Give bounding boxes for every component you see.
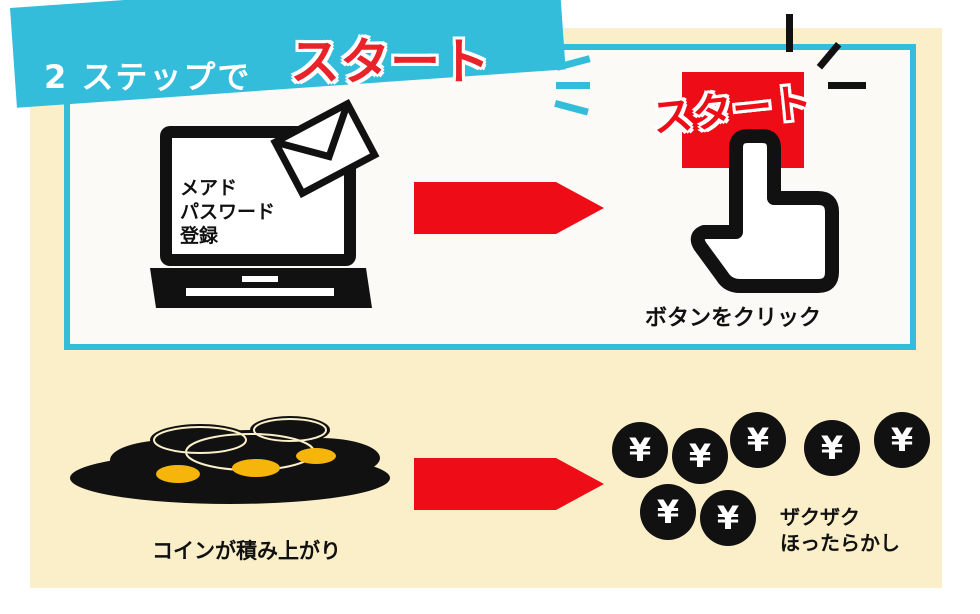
yen-coin-icon: ¥ [804,420,860,476]
step1-text: メアド パスワード 登録 [180,176,275,248]
yen-label-line: ほったらかし [780,531,900,555]
coins-label: コインが積み上がり [152,539,341,563]
yen-label-line: ザクザク [780,505,860,529]
step1-line: パスワード [180,201,276,223]
banner-prefix: 2 ステップで [44,58,252,96]
yen-coin-icon: ¥ [700,490,756,546]
step1-line: メアド [180,177,238,199]
yen-coin-icon: ¥ [730,412,786,468]
step2-label: ボタンをクリック [645,306,822,331]
yen-coin-icon: ¥ [612,422,668,478]
step1-line: 登録 [180,225,219,247]
envelope-icon [270,98,380,199]
banner-accent: スタート [290,33,490,91]
yen-coin-icon: ¥ [672,428,728,484]
yen-label: ザクザク ほったらかし [780,504,900,556]
yen-coin-icon: ¥ [874,412,930,468]
yen-coin-icon: ¥ [640,484,696,540]
